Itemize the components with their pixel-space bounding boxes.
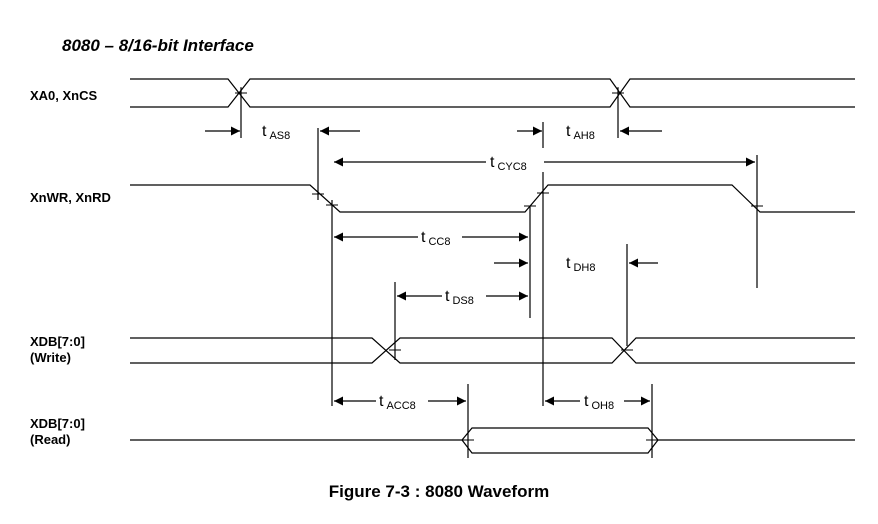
- signal-label-xdb-read: XDB[7:0] (Read): [30, 416, 85, 447]
- figure-caption: Figure 7-3 : 8080 Waveform: [328, 482, 550, 501]
- signal-label-xdb-write: XDB[7:0] (Write): [30, 334, 85, 365]
- waveform-xnwr-xnrd: [130, 184, 855, 213]
- signal-label-xa0-xncs: XA0, XnCS: [30, 88, 98, 103]
- diagram-title: 8080 – 8/16-bit Interface: [62, 36, 254, 55]
- crossing-ticks: [235, 87, 763, 441]
- waveform-xdb-read: [130, 427, 855, 454]
- signal-label-xnwr-xnrd: XnWR, XnRD: [30, 190, 111, 205]
- reference-lines: [240, 88, 758, 458]
- timing-arrows: [205, 126, 755, 406]
- waveform-xdb-write: [130, 337, 855, 364]
- waveform-xa0-xncs: [130, 78, 855, 108]
